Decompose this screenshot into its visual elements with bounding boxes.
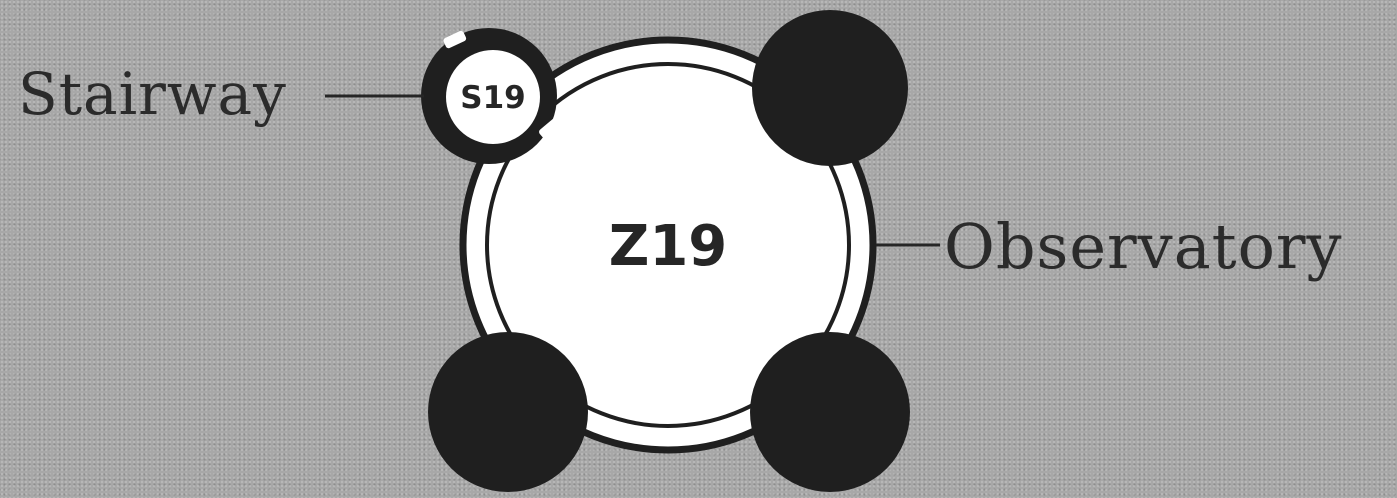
stairway-label: Stairway <box>18 60 287 128</box>
observatory-label: Observatory <box>944 210 1343 283</box>
observatory-inner-ring <box>485 62 851 428</box>
observatory-code: Z19 <box>609 214 728 279</box>
tower-bottom-left[interactable] <box>428 332 588 492</box>
stairway-opening-top <box>443 30 467 49</box>
stairway-code: S19 <box>460 80 525 116</box>
tower-top-right[interactable] <box>752 10 908 166</box>
tower-bottom-right[interactable] <box>750 332 910 492</box>
stairway-opening-right <box>539 116 563 138</box>
stairway-well <box>446 50 540 144</box>
observatory-room-circle[interactable] <box>459 36 877 454</box>
